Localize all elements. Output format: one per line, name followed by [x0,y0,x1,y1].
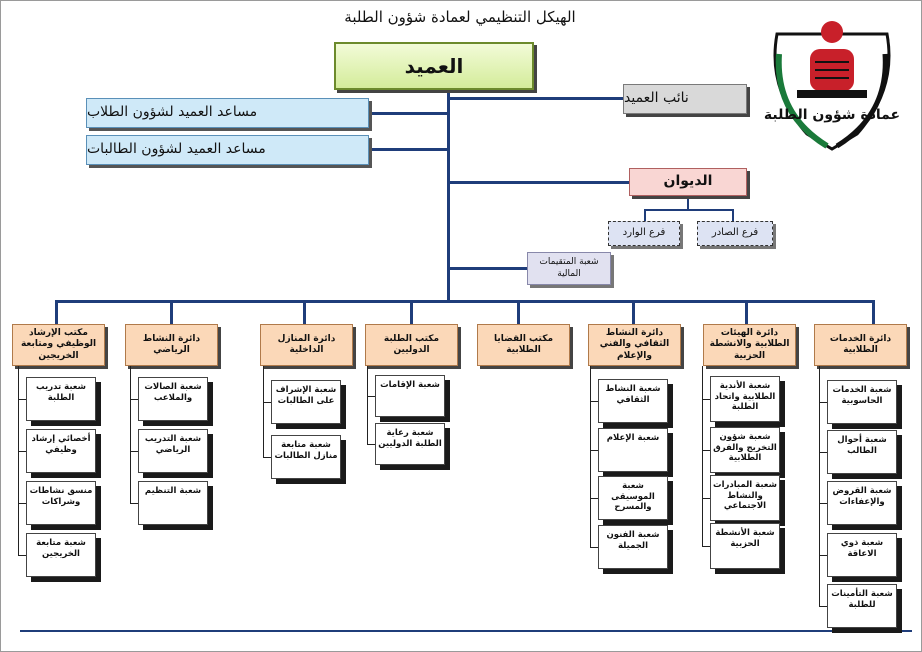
vice-dean-box[interactable]: نائب العميد [623,84,747,114]
finance-section-box[interactable]: شعبة المتقيمات المالية [527,252,611,285]
diwan-box[interactable]: الديوان [629,168,747,196]
section-tick-line [263,457,271,458]
assistant-students-box[interactable]: مساعد العميد لشؤون الطلاب [86,98,369,128]
section-tick-line [819,503,827,504]
drop-line [517,300,520,324]
dean-box[interactable]: العميد [334,42,534,90]
section-box[interactable]: شعبة التدريب الرياضي [138,429,208,473]
section-tick-line [819,452,827,453]
vice-connector-line [449,97,623,100]
logo-text: عمادة شؤون الطلبة [764,107,900,123]
section-tick-line [819,606,827,607]
section-box[interactable]: شعبة شؤون التخريج والفرق الطلابية [710,427,780,473]
section-tick-line [367,396,375,397]
section-box[interactable]: شعبة القروض والإعفاءات [827,481,897,525]
section-tick-line [702,546,710,547]
finance-connector-line [449,267,527,270]
department-box[interactable]: مكتب القضايا الطلابية [477,324,570,366]
section-box[interactable]: شعبة الإقامات [375,375,445,417]
section-tick-line [819,402,827,403]
assistant-female-connector-line [369,148,449,151]
section-tick-line [702,498,710,499]
section-tick-line [18,555,26,556]
assistant-female-box[interactable]: مساعد العميد لشؤون الطالبات [86,135,369,165]
section-tick-line [590,450,598,451]
diwan-branch-line [644,209,646,221]
section-box[interactable]: شعبة الأنشطة الحزبية [710,523,780,569]
departments-bus-line [55,300,875,303]
logo-black-arc-icon [835,53,888,149]
outgoing-branch-box[interactable]: فرع الصادر [697,221,773,246]
section-connector-line [263,366,264,457]
section-box[interactable]: شعبة رعاية الطلبة الدوليين [375,423,445,465]
section-box[interactable]: شعبة الأندية الطلابية واتحاد الطلبة [710,376,780,422]
section-connector-line [702,366,703,546]
section-connector-line [130,366,131,503]
drop-line [872,300,875,324]
drop-line [632,300,635,324]
section-box[interactable]: منسق نشاطات وشراكات [26,481,96,525]
section-box[interactable]: شعبة التنظيم [138,481,208,525]
incoming-branch-box[interactable]: فرع الوارد [608,221,680,246]
department-box[interactable]: دائرة المنازل الداخلية [260,324,353,366]
diwan-drop-line [687,196,689,210]
section-tick-line [702,399,710,400]
university-logo: عمادة شؤون الطلبة [764,21,900,151]
diwan-branch-line [644,209,734,211]
section-box[interactable]: شعبة الخدمات الحاسوبية [827,380,897,424]
section-box[interactable]: شعبة المبادرات والنشاط الاجتماعي [710,475,780,521]
section-box[interactable]: شعبة الصالات والملاعب [138,377,208,421]
chart-title: الهيكل التنظيمي لعمادة شؤون الطلبة [344,8,576,26]
drop-line [745,300,748,324]
section-tick-line [18,399,26,400]
section-box[interactable]: أخصائي إرشاد وظيفي [26,429,96,473]
logo-pattern-icon [815,61,849,79]
section-box[interactable]: شعبة الموسيقى والمسرح [598,476,668,520]
section-tick-line [130,503,138,504]
section-box[interactable]: شعبة الإعلام [598,428,668,472]
section-box[interactable]: شعبة متابعة منازل الطالبات [271,435,341,479]
section-connector-line [18,366,19,555]
drop-line [55,300,58,324]
section-connector-line [819,366,820,606]
section-tick-line [18,503,26,504]
logo-crown-star-icon [821,21,843,43]
section-box[interactable]: شعبة ذوي الاعاقة [827,533,897,577]
drop-line [303,300,306,324]
section-box[interactable]: شعبة التأمينات للطلبة [827,584,897,628]
department-box[interactable]: دائرة الخدمات الطلابية [814,324,907,366]
section-tick-line [18,451,26,452]
section-tick-line [819,555,827,556]
drop-line [170,300,173,324]
department-box[interactable]: دائرة النشاط الثقافي والفني والإعلام [588,324,681,366]
assistant-connector-line [369,112,449,115]
main-trunk-line [447,90,450,300]
section-connector-line [367,366,368,444]
section-box[interactable]: شعبة متابعة الخريجين [26,533,96,577]
section-tick-line [263,402,271,403]
department-box[interactable]: دائرة الهيئات الطلابية والانشطة الحزبية [703,324,796,366]
section-tick-line [130,399,138,400]
section-box[interactable]: شعبة تدريب الطلبة [26,377,96,421]
logo-book-icon [797,90,867,98]
section-box[interactable]: شعبة النشاط الثقافي [598,379,668,423]
section-box[interactable]: شعبة أحوال الطالب [827,430,897,474]
diwan-connector-line [449,181,629,184]
diwan-branch-line [732,209,734,221]
logo-green-arc-icon [775,53,829,149]
department-box[interactable]: دائرة النشاط الرياضي [125,324,218,366]
section-tick-line [590,498,598,499]
bottom-rule [20,630,912,632]
department-box[interactable]: مكتب الإرشاد الوظيفي ومتابعة الخريجين [12,324,105,366]
section-tick-line [590,547,598,548]
section-tick-line [590,401,598,402]
department-box[interactable]: مكتب الطلبة الدوليين [365,324,458,366]
section-tick-line [702,450,710,451]
section-box[interactable]: شعبة الإشراف على الطالبات [271,380,341,424]
drop-line [410,300,413,324]
section-tick-line [130,451,138,452]
section-box[interactable]: شعبة الفنون الجميلة [598,525,668,569]
section-connector-line [590,366,591,547]
section-tick-line [367,444,375,445]
